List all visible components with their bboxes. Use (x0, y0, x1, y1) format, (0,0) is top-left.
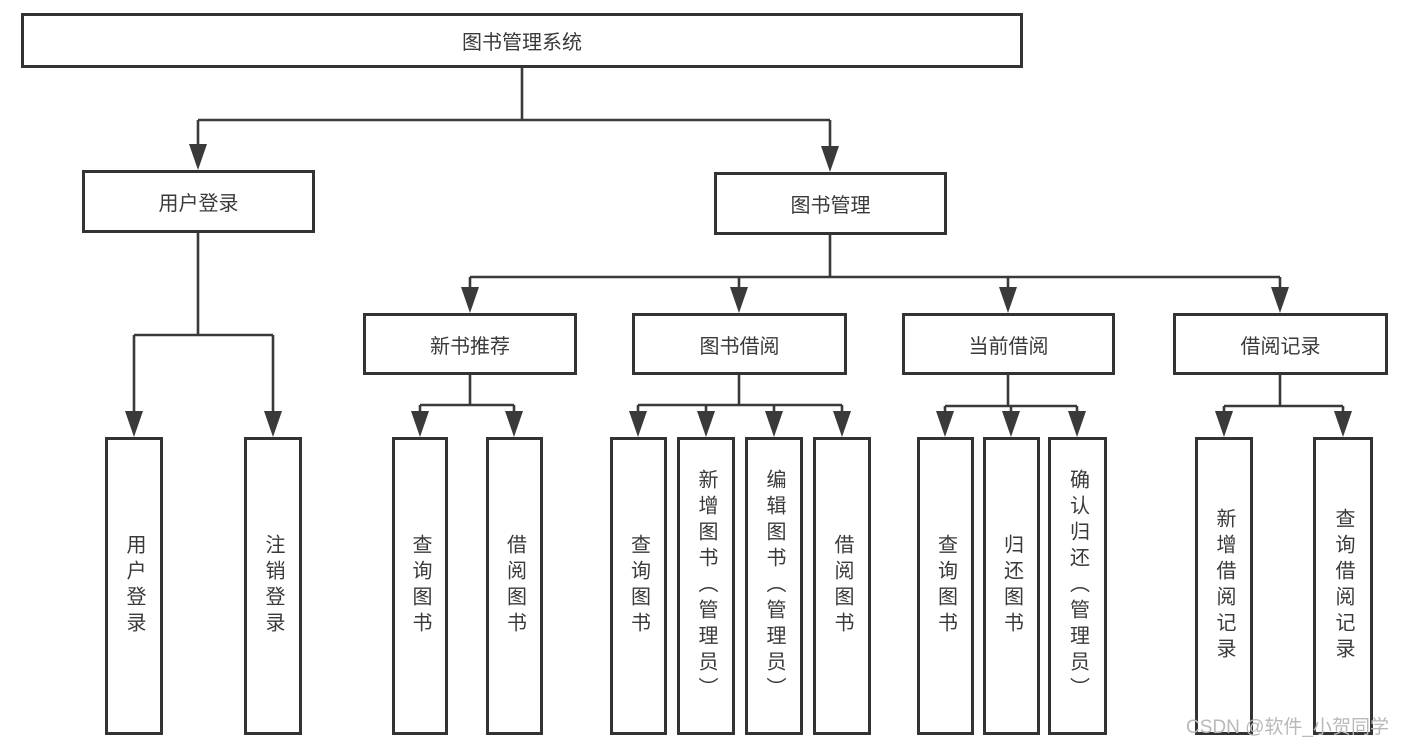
node-leaf-borrow-book-2-label: 借阅图书 (831, 534, 853, 638)
node-book-mgmt-label: 图书管理 (790, 195, 871, 217)
node-leaf-add-borrow-record: 新增借阅记录 (1195, 437, 1253, 735)
node-leaf-edit-book-label: 编辑图书（管理员） (763, 469, 785, 703)
node-leaf-query-book-3-label: 查询图书 (934, 534, 957, 638)
node-new-book-recommend: 新书推荐 (363, 313, 577, 375)
node-current-borrow: 当前借阅 (902, 313, 1115, 375)
node-leaf-return-book-label: 归还图书 (1000, 534, 1023, 638)
node-leaf-add-borrow-record-label: 新增借阅记录 (1213, 508, 1235, 664)
node-user-login-label: 用户登录 (158, 193, 239, 215)
node-borrow-records: 借阅记录 (1173, 313, 1388, 375)
node-leaf-query-book-1: 查询图书 (392, 437, 448, 735)
node-root: 图书管理系统 (21, 13, 1023, 68)
node-leaf-confirm-return-label: 确认归还（管理员） (1066, 469, 1089, 703)
node-leaf-query-borrow-record-label: 查询借阅记录 (1332, 508, 1354, 664)
node-root-label: 图书管理系统 (462, 32, 582, 54)
node-leaf-borrow-book-1: 借阅图书 (486, 437, 543, 735)
node-book-borrow: 图书借阅 (632, 313, 847, 375)
node-leaf-query-book-2: 查询图书 (610, 437, 667, 735)
node-book-borrow-label: 图书借阅 (699, 335, 780, 358)
node-user-login: 用户登录 (82, 170, 315, 233)
node-current-borrow-label: 当前借阅 (968, 335, 1049, 358)
csdn-watermark: CSDN @软件_小贺同学 (1186, 717, 1389, 738)
node-new-book-recommend-label: 新书推荐 (430, 335, 510, 358)
node-leaf-logout-label: 注销登录 (262, 534, 284, 638)
node-leaf-edit-book: 编辑图书（管理员） (745, 437, 803, 735)
node-leaf-borrow-book-1-label: 借阅图书 (503, 534, 526, 638)
node-leaf-return-book: 归还图书 (983, 437, 1040, 735)
node-leaf-borrow-book-2: 借阅图书 (813, 437, 871, 735)
node-leaf-add-book: 新增图书（管理员） (677, 437, 735, 735)
node-leaf-confirm-return: 确认归还（管理员） (1048, 437, 1107, 735)
node-book-mgmt: 图书管理 (714, 172, 947, 235)
node-leaf-query-book-2-label: 查询图书 (627, 534, 650, 638)
node-leaf-logout: 注销登录 (244, 437, 302, 735)
node-borrow-records-label: 借阅记录 (1240, 335, 1321, 358)
node-leaf-user-login-label: 用户登录 (123, 534, 145, 638)
node-leaf-query-borrow-record: 查询借阅记录 (1313, 437, 1373, 735)
node-leaf-add-book-label: 新增图书（管理员） (695, 469, 717, 703)
node-leaf-user-login: 用户登录 (105, 437, 163, 735)
node-leaf-query-book-3: 查询图书 (917, 437, 974, 735)
node-leaf-query-book-1-label: 查询图书 (409, 534, 431, 638)
